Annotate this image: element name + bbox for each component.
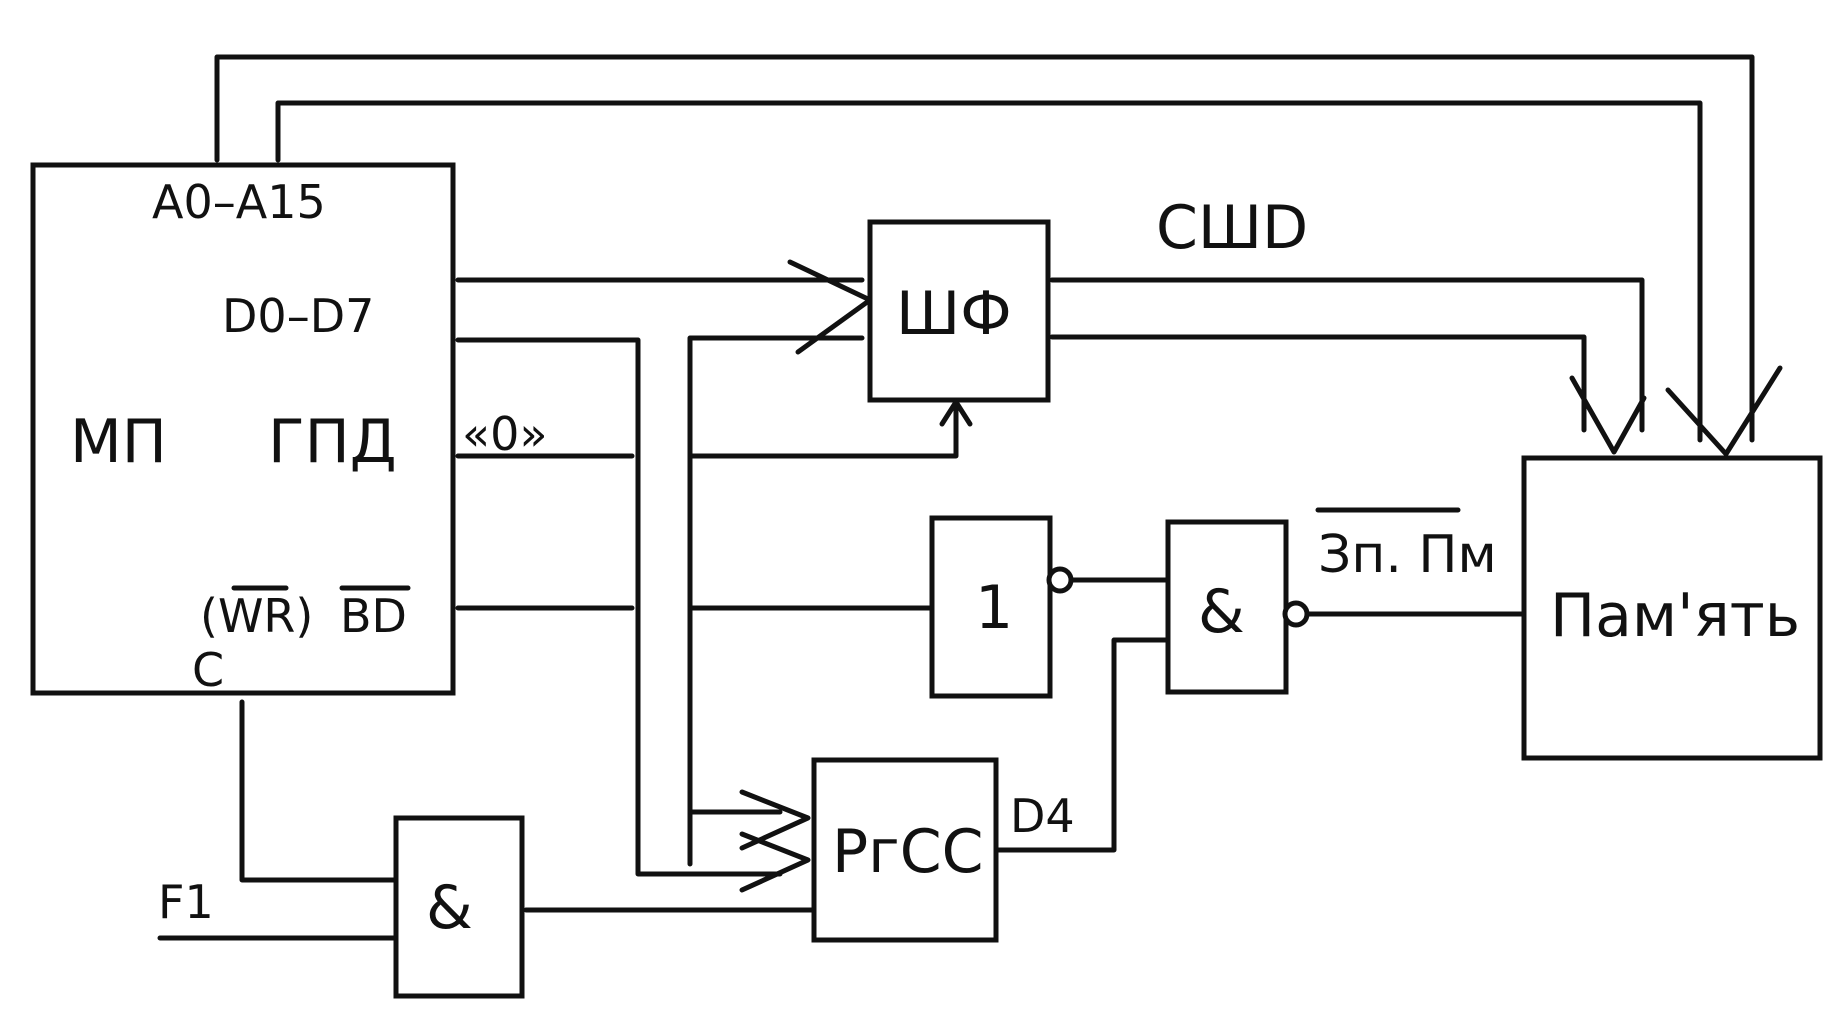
- and-gate-bottom: [393, 815, 525, 999]
- clock-pin-label: C: [192, 643, 224, 697]
- sf-enable-line: [687, 399, 959, 459]
- internal-bus: [687, 335, 865, 867]
- and-gate-top-bubble: [1282, 600, 1310, 628]
- and-gate-bottom-label: &: [426, 873, 473, 943]
- sf-label: ШФ: [896, 279, 1012, 349]
- sf-output-arrow: [1569, 375, 1647, 455]
- memory-block: [1521, 455, 1823, 761]
- data-bus-label: СШD: [1156, 193, 1308, 263]
- not-gate-bubble: [1046, 566, 1074, 594]
- sf-enable-arrow: [939, 399, 973, 427]
- sf-output-line-1: [1049, 277, 1645, 433]
- data-line-to-rgss: [455, 337, 783, 877]
- zero-pin-label: «0»: [462, 407, 548, 461]
- address-bus-outer: [214, 54, 1755, 443]
- sf-input-arrow-top: [787, 259, 873, 355]
- clock-line: [239, 699, 397, 883]
- rgss-block: [811, 757, 999, 943]
- sf-block: [867, 219, 1051, 403]
- mp-block: [30, 162, 456, 696]
- sf-output-line-2: [1049, 334, 1587, 433]
- rgss-lower-arrow: [739, 831, 811, 893]
- rgss-upper-arrow: [739, 789, 811, 851]
- address-bus-arrow: [1665, 365, 1783, 457]
- address-bus-inner: [275, 100, 1703, 443]
- address-pin-label: A0–A15: [152, 175, 326, 229]
- and-gate-top-label: &: [1198, 577, 1245, 647]
- mp-label: МП: [70, 407, 167, 477]
- d4-label: D4: [1010, 789, 1075, 843]
- not-gate-label: 1: [975, 573, 1013, 643]
- rgss-label: РгСС: [832, 817, 984, 887]
- gpd-label: ГПД: [268, 407, 397, 477]
- d4-line: [995, 637, 1169, 853]
- write-mem-label: Зп. Пм: [1318, 525, 1497, 585]
- not-gate: [929, 515, 1053, 699]
- bd-pin-label: BD: [340, 589, 407, 643]
- memory-label: Пам'ять: [1550, 581, 1800, 651]
- data-pin-label: D0–D7: [222, 289, 374, 343]
- wr-pin-label: (WR): [200, 589, 313, 643]
- f1-label: F1: [158, 875, 214, 929]
